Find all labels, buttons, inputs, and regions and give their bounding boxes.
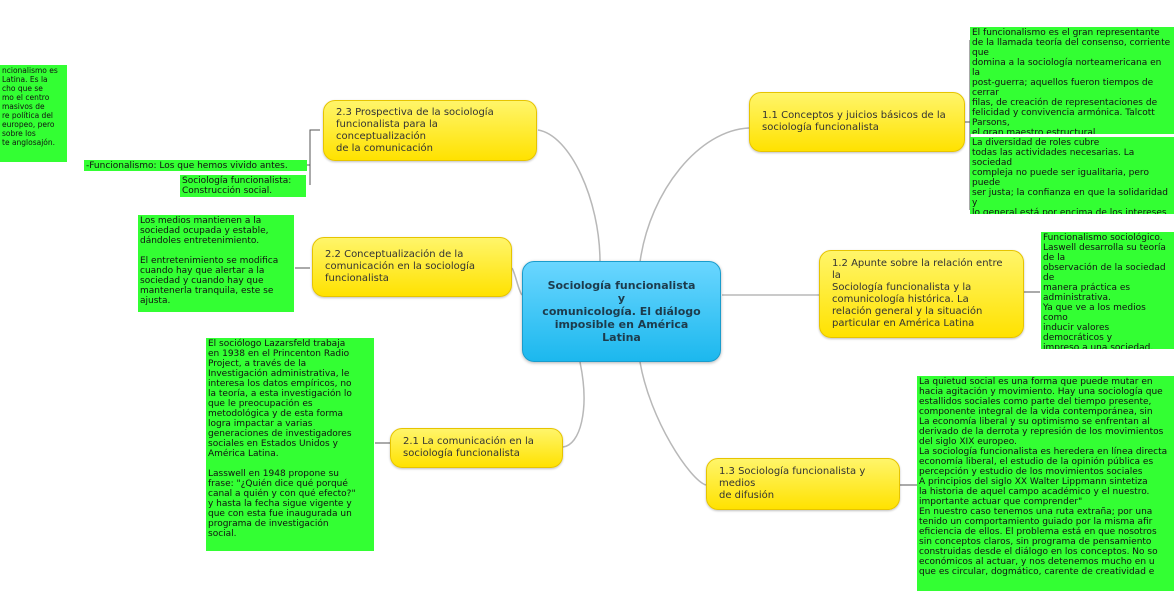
link-central-t21 [562,361,585,448]
link-t23-notes [306,129,320,185]
link-central-t13 [639,361,707,486]
topic-1-2-apunte[interactable]: 1.2 Apunte sobre la relación entre la So… [819,250,1024,338]
note-1-3-quietud: La quietud social es una forma que puede… [917,376,1174,591]
note-1-2-laswell: Funcionalismo sociológico. Laswell desar… [1041,232,1174,349]
central-topic[interactable]: Sociología funcionalista y comunicología… [522,261,721,362]
note-2-3-funcionalismo: -Funcionalismo: Los que hemos vivido ant… [84,160,307,171]
link-central-t23 [537,129,601,263]
note-1-1-roles: La diversidad de roles cubre todas las a… [970,137,1174,214]
topic-1-3-medios[interactable]: 1.3 Sociología funcionalista y medios de… [706,458,900,510]
note-2-2-medios: Los medios mantienen a la sociedad ocupa… [138,215,294,312]
link-central-t11 [639,127,750,263]
topic-1-1-conceptos[interactable]: 1.1 Conceptos y juicios básicos de la so… [749,92,965,152]
note-1-1-consenso: El funcionalismo es el gran representant… [970,27,1174,134]
note-2-1-lazarsfeld: El sociólogo Lazarsfeld trabaja en 1938 … [206,338,374,551]
topic-2-1-comunicacion[interactable]: 2.1 La comunicación en la sociología fun… [390,428,563,468]
note-2-3-latina: ncionalismo es Latina. Es la cho que se … [0,65,67,162]
topic-2-3-prospectiva[interactable]: 2.3 Prospectiva de la sociología funcion… [323,100,537,161]
topic-2-2-conceptualizacion[interactable]: 2.2 Conceptualización de la comunicación… [312,237,512,297]
link-central-t22 [511,267,523,296]
note-2-3-construccion: Sociología funcionalista: Construcción s… [180,175,306,197]
